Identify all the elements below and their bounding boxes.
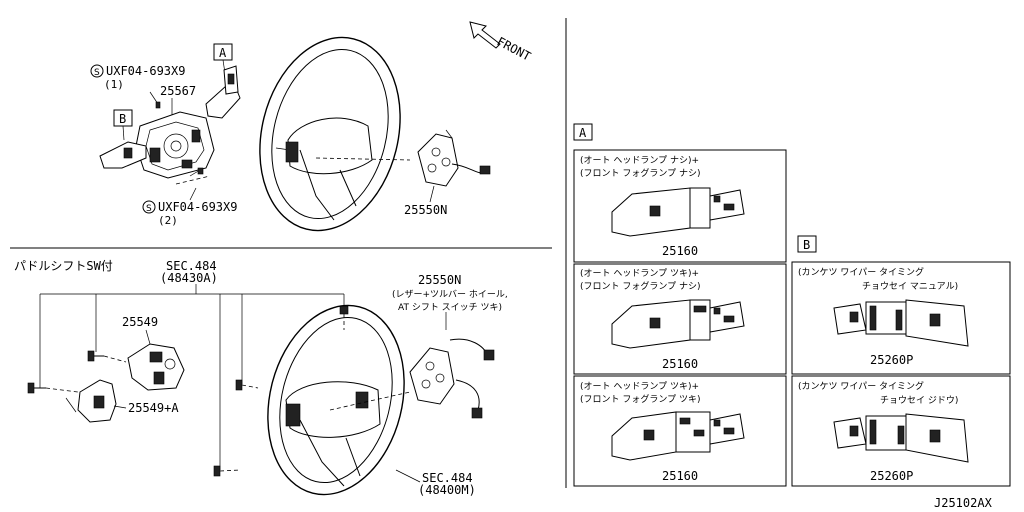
panel-a-ref-box [573, 123, 593, 141]
paddle-shift-section: パドルシフトSW付 SEC.484 (48430A) 25549 25549+A [14, 259, 508, 497]
part-25550n-note-1: (レザー+ツルバー ホイール, [392, 289, 508, 300]
wiper-switch-2 [833, 413, 969, 463]
panel-a-item-1-line1: (オート ヘッドランプ ナシ)+ [580, 155, 699, 166]
paddle-shift-heading: パドルシフトSW付 [14, 259, 113, 273]
panel-b-ref-box [797, 235, 817, 253]
panel-a-item-2-line2: (フロント フォグランプ ナシ) [580, 280, 700, 292]
sec-484-bottom-sub: (48400M) [418, 483, 476, 497]
headlamp-switch-2 [611, 299, 745, 349]
combination-switch-assembly: S UXF04-693X9 (1) A 25567 B [90, 43, 241, 227]
part-25549a-label: 25549+A [128, 401, 179, 415]
panel-a-item-1-part: 25160 [662, 244, 698, 258]
part-25550n-top-label: 25550N [404, 203, 447, 217]
part-25567-label: 25567 [160, 84, 196, 98]
wiper-switch-1 [833, 299, 969, 347]
panel-a-item-3-part: 25160 [662, 469, 698, 483]
panel-b-item-1-part: 25260P [870, 353, 913, 367]
front-label: FRONT [495, 34, 533, 63]
panel-b-item-1-line2: チョウセイ マニュアル) [862, 281, 958, 292]
panel-b-item-2-line2: チョウセイ ジドウ) [880, 395, 958, 406]
part-25549-label: 25549 [122, 315, 158, 329]
sec-484-top: SEC.484 [166, 259, 217, 273]
panel-b-item-2-part: 25260P [870, 469, 913, 483]
bolt-symbol-bottom-text: S [146, 204, 152, 214]
front-arrow: FRONT [469, 21, 533, 64]
panel-a-label: A [579, 126, 587, 140]
panel-b: B (カンケツ ワイパー タイミング チョウセイ マニュアル) 25260P (… [791, 235, 1011, 487]
panel-a-item-3-line1: (オート ヘッドランプ ツキ)+ [580, 381, 699, 392]
part-25550n-note-2: AT シフト スイッチ ツキ) [398, 302, 502, 313]
panel-a: A (オート ヘッドランプ ナシ)+ (フロント フォグランプ ナシ) 2516… [573, 123, 787, 487]
sec-484-bottom: SEC.484 [422, 471, 473, 485]
bolt-symbol-bottom [142, 200, 156, 214]
headlamp-switch-3 [611, 411, 745, 461]
panel-a-item-3-line2: (フロント フォグランプ ツキ) [580, 393, 700, 405]
bolt-bottom-label: UXF04-693X9 [158, 200, 237, 214]
sec-484-top-sub: (48430A) [160, 271, 218, 285]
part-25550n-bottom-label: 25550N [418, 273, 461, 287]
panel-b-item-1-line1: (カンケツ ワイパー タイミング [798, 266, 924, 278]
panel-a-item-2-line1: (オート ヘッドランプ ツキ)+ [580, 268, 699, 279]
ref-b-label-top: B [119, 112, 126, 126]
bolt-top-label: UXF04-693X9 [106, 64, 185, 78]
ref-a-label-top: A [219, 46, 227, 60]
panel-b-item-2-line1: (カンケツ ワイパー タイミング [798, 380, 924, 392]
diagram-code: J25102AX [934, 496, 993, 510]
panel-b-label: B [803, 238, 810, 252]
steering-wheel-top: 25550N [259, 36, 491, 232]
bolt-symbol-top [90, 64, 104, 78]
panel-a-item-1-line2: (フロント フォグランプ ナシ) [580, 167, 700, 179]
bolt-bottom-qty: (2) [158, 214, 178, 227]
bolt-symbol-top-text: S [94, 68, 100, 78]
bolt-top-qty: (1) [104, 78, 124, 91]
headlamp-switch-1 [611, 187, 745, 237]
panel-a-item-2-part: 25160 [662, 357, 698, 371]
